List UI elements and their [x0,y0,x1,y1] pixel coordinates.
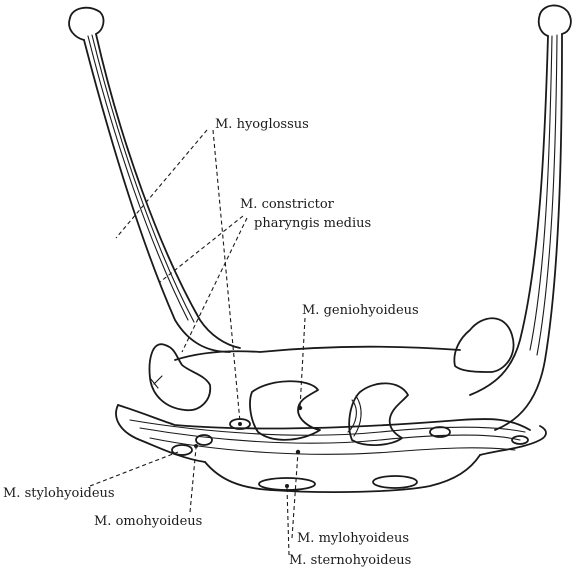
right-lesser-horn [454,318,513,372]
leader-sternohyoideus [287,488,289,555]
insertion-dots [194,406,302,488]
right-greater-horn [470,5,571,430]
leader-hyoglossus-2 [213,130,240,422]
hyoid-body [116,347,546,492]
leader-mylohyoideus [292,452,298,538]
leader-omohyoideus [190,448,196,512]
label-stylohyoideus: M. stylohyoideus [3,486,115,501]
label-geniohyoideus: M. geniohyoideus [302,303,419,318]
label-constrictor-line1: M. constrictor [240,197,335,212]
label-omohyoideus: M. omohyoideus [94,514,202,529]
leader-constrictor-1 [160,216,243,282]
leader-hyoglossus-1 [116,130,207,238]
label-hyoglossus: M. hyoglossus [215,117,309,132]
label-sternohyoideus: M. sternohyoideus [289,553,411,568]
label-constrictor-line2: pharyngis medius [254,216,371,231]
left-greater-horn [69,8,240,352]
leader-stylohyoideus [90,452,178,486]
label-mylohyoideus: M. mylohyoideus [297,531,409,546]
leader-geniohyoideus [300,318,305,408]
